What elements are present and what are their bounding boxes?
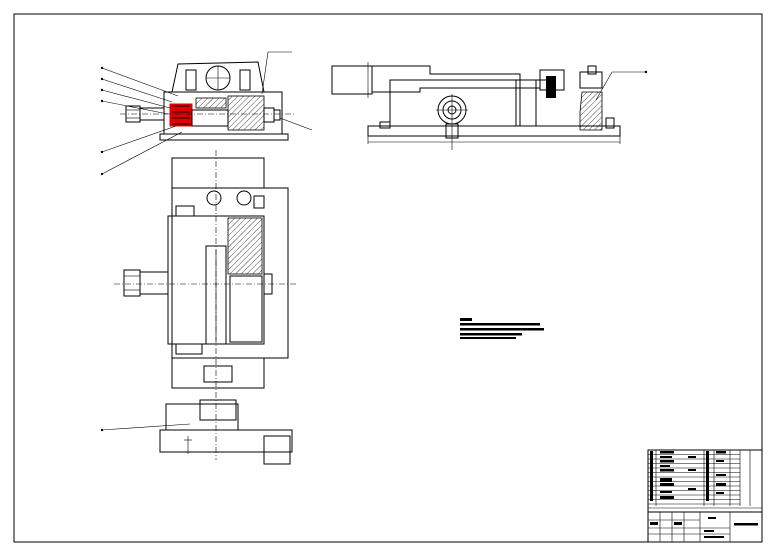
- drawing-border: [13, 13, 763, 543]
- front-section-view: [100, 51, 313, 176]
- side-view: [331, 62, 648, 150]
- parts-list-rows: [648, 451, 762, 509]
- plan-view: [100, 150, 296, 465]
- technical-notes: [460, 318, 544, 339]
- part-leaders-left: [100, 66, 183, 176]
- title-block: [647, 449, 763, 543]
